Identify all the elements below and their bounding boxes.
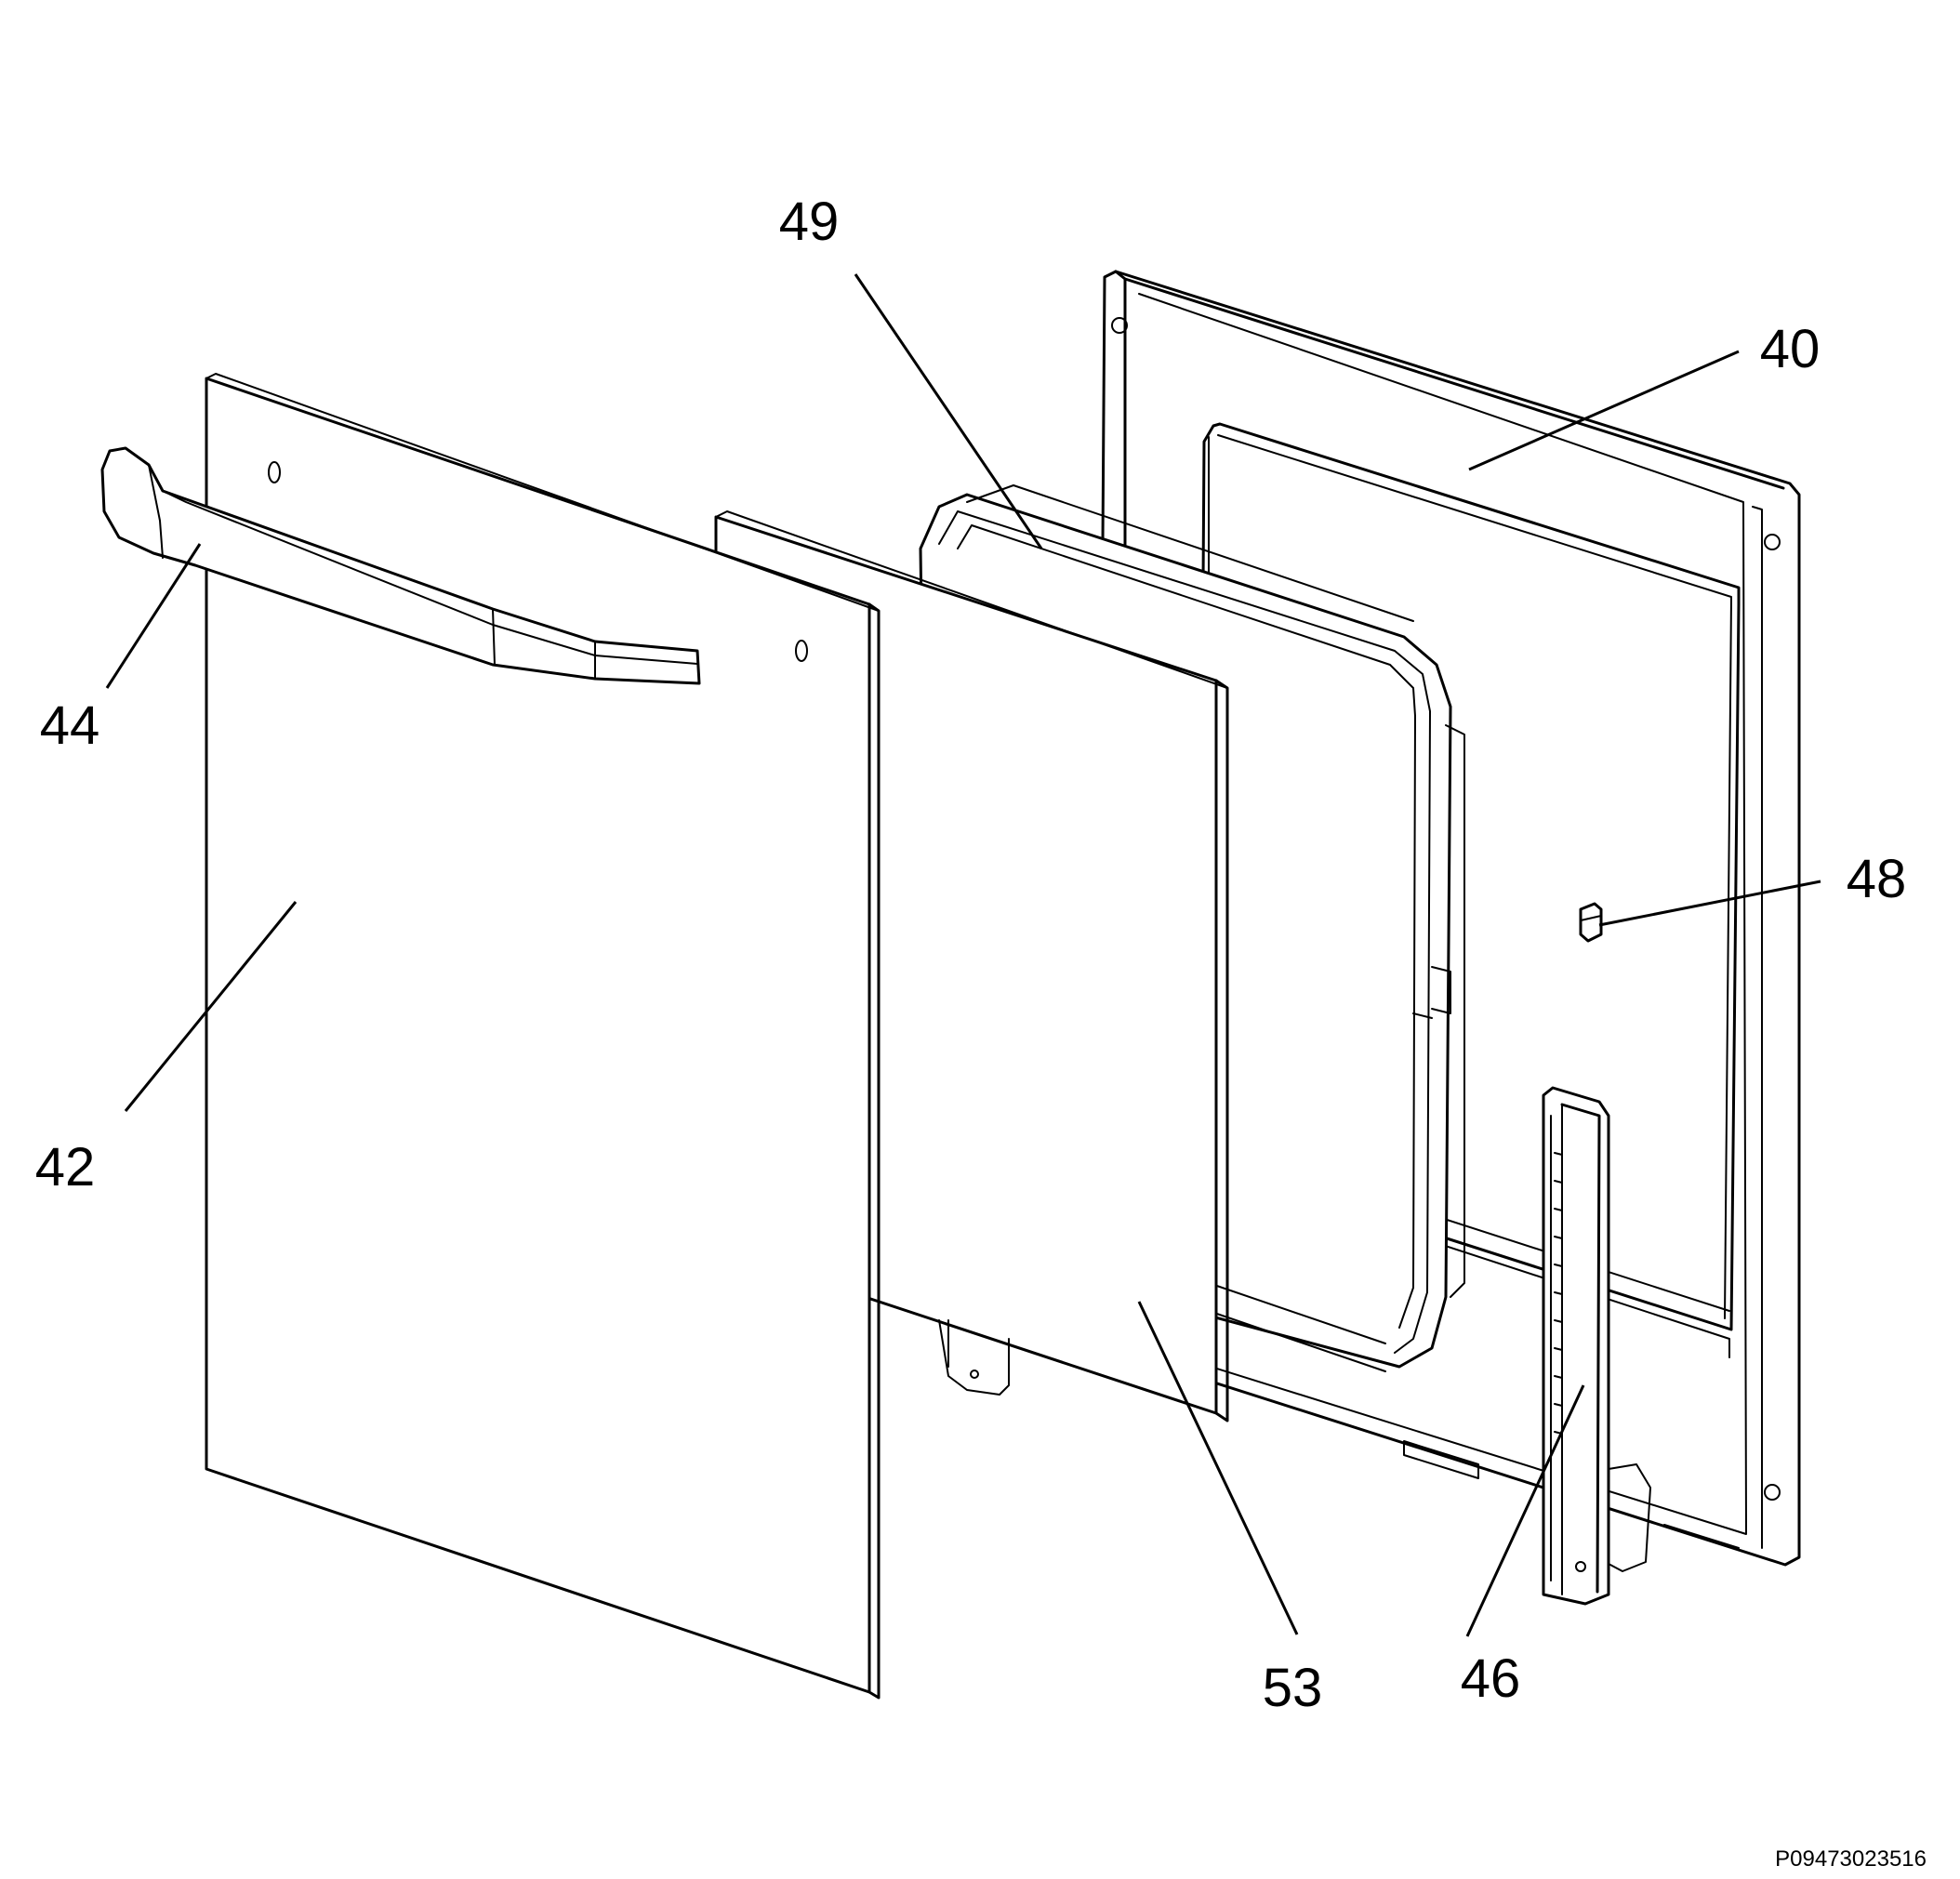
callout-42: 42 [35, 1137, 96, 1198]
callout-49: 49 [779, 192, 840, 252]
leader-48 [1598, 880, 1821, 927]
leader-49 [854, 273, 1043, 549]
callout-labels: 49 40 44 48 42 53 46 [35, 192, 1907, 1718]
part-48-clip [1579, 902, 1603, 943]
callout-44: 44 [40, 695, 100, 756]
leader-44 [105, 543, 202, 689]
leader-46 [1465, 1384, 1585, 1637]
drawing-code: P09473023516 [1775, 1846, 1927, 1872]
part-46-hinge [1542, 1086, 1651, 1606]
callout-48: 48 [1847, 849, 1907, 909]
callout-53: 53 [1263, 1658, 1323, 1718]
part-42-outer-door-panel [205, 373, 881, 1700]
callout-46: 46 [1461, 1648, 1521, 1709]
leader-40 [1468, 350, 1740, 471]
leader-lines [105, 273, 1821, 1637]
callout-40: 40 [1760, 319, 1821, 379]
part-44-door-handle [100, 446, 701, 685]
leader-42 [124, 901, 298, 1112]
leader-53 [1137, 1301, 1299, 1635]
